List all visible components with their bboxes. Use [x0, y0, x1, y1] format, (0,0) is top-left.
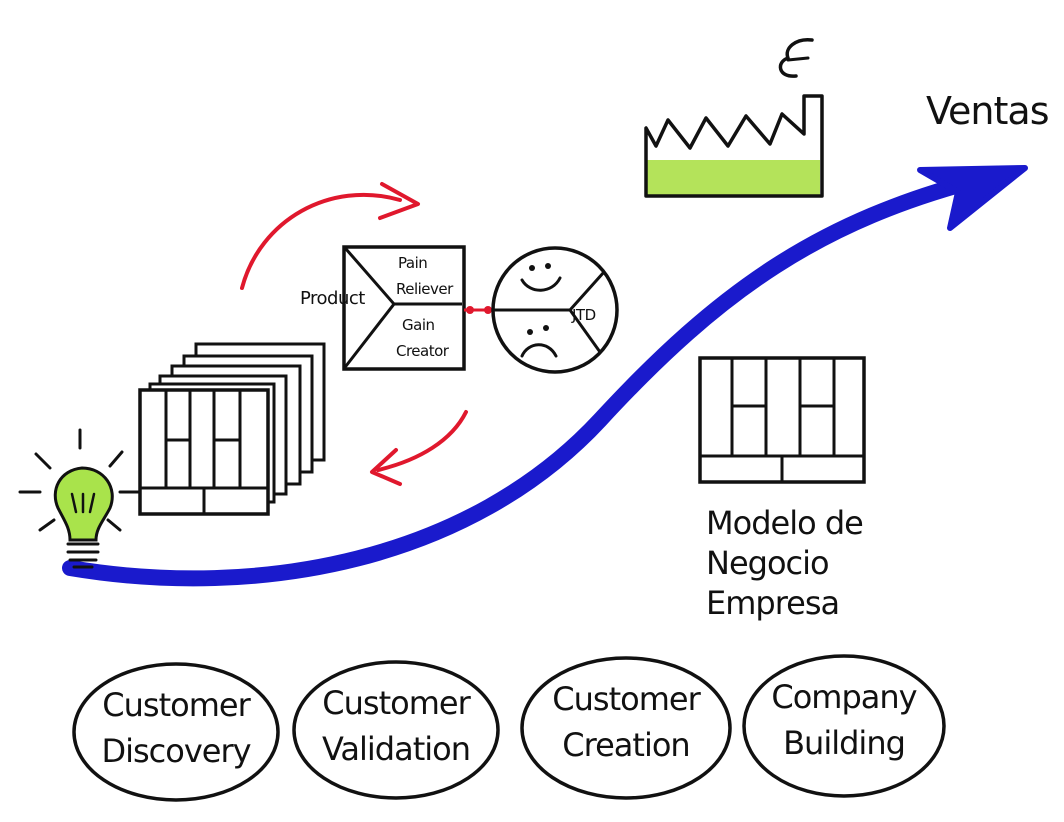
stage-customer-discovery: Customer Discovery: [72, 662, 280, 802]
stage-line-1: Customer: [552, 680, 701, 718]
ventas-label: Ventas: [926, 89, 1049, 133]
stage-line-1: Customer: [102, 686, 251, 724]
gain-label: Gain: [402, 316, 435, 334]
growth-curve-arrow: [62, 165, 1028, 587]
business-model-canvas-front: [138, 388, 270, 516]
modelo-line-3: Empresa: [706, 584, 839, 622]
sad-face-icon: [520, 325, 558, 358]
iteration-arrows: [240, 182, 468, 486]
fit-connector: [464, 306, 494, 314]
stage-line-2: Discovery: [101, 732, 250, 770]
product-label: Product: [300, 288, 365, 309]
reliever-label: Reliever: [396, 280, 454, 298]
value-proposition-square: [342, 245, 466, 371]
stage-line-1: Customer: [322, 684, 471, 722]
pain-label: Pain: [398, 254, 427, 272]
stage-company-building: Company Building: [742, 654, 946, 798]
jtd-label: JTD: [571, 306, 596, 324]
stage-line-1: Company: [771, 678, 916, 716]
factory-icon: [644, 38, 824, 198]
canvas-stack: [138, 342, 326, 516]
stage-customer-creation: Customer Creation: [520, 656, 732, 800]
stage-customer-validation: Customer Validation: [292, 660, 500, 800]
stage-line-2: Creation: [562, 726, 689, 764]
stage-line-2: Validation: [322, 730, 470, 768]
smiley-icon: [520, 263, 562, 292]
stage-line-2: Building: [783, 724, 905, 762]
lightbulb-icon: [18, 428, 142, 569]
modelo-line-2: Negocio: [706, 544, 829, 582]
creator-label: Creator: [396, 342, 450, 360]
business-model-canvas-company: [698, 356, 866, 484]
customer-segment-circle: [491, 246, 619, 374]
modelo-line-1: Modelo de: [706, 504, 863, 542]
